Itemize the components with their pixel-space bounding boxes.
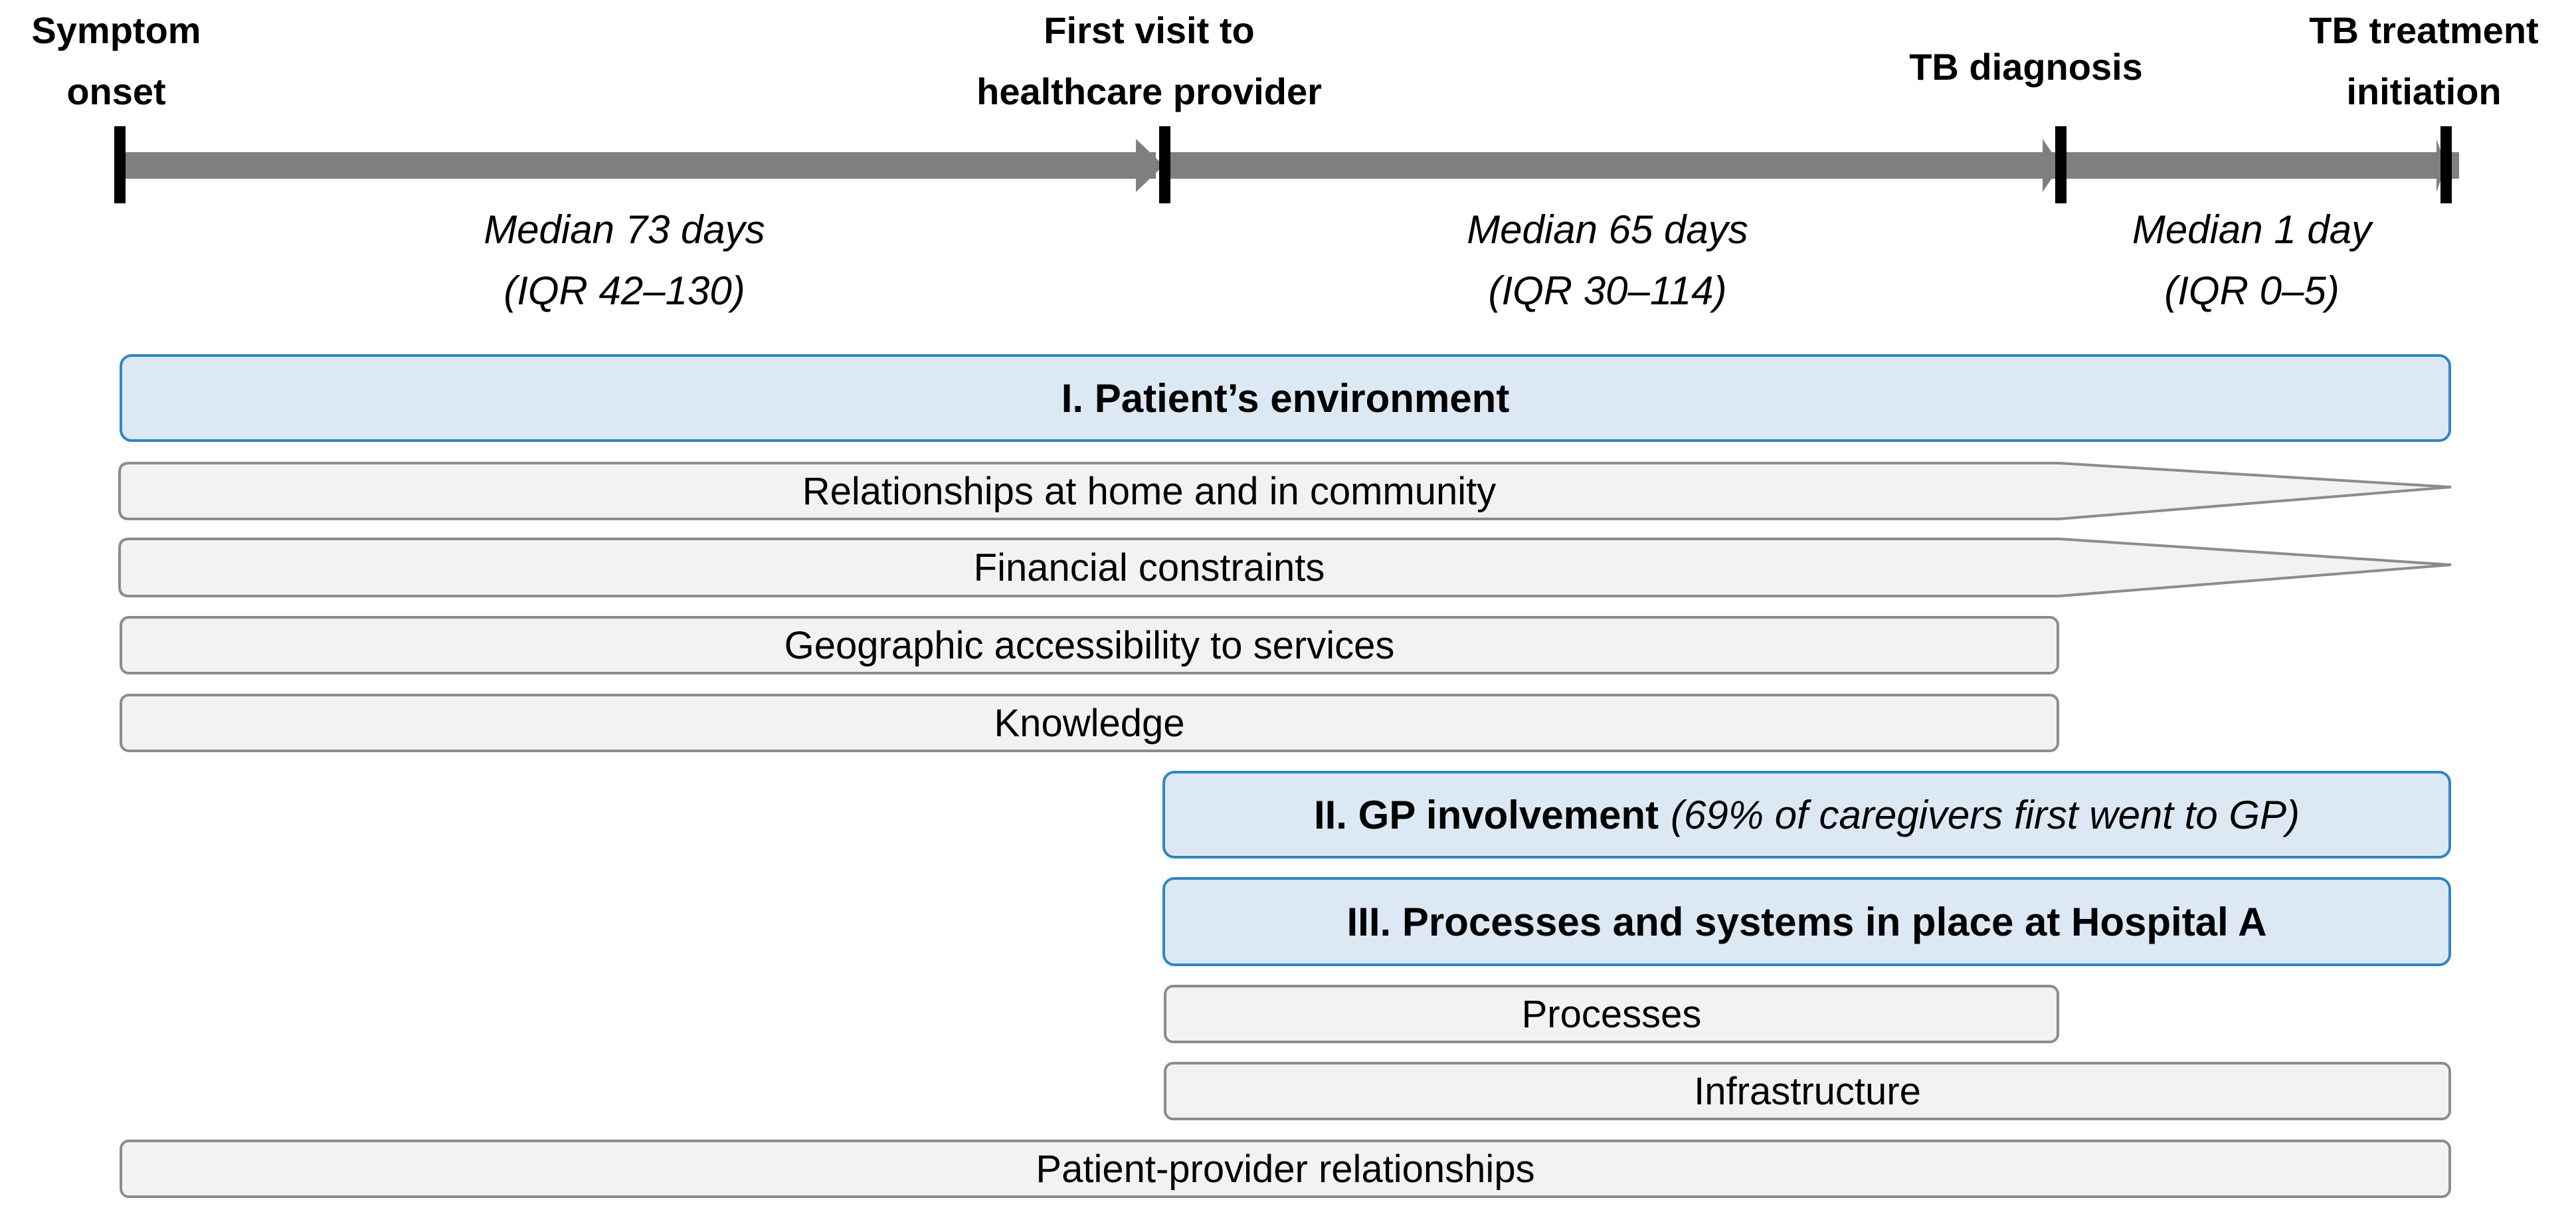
- timeline-arrow-1: [120, 139, 1164, 192]
- section-patient-environment: I. Patient’s environment: [120, 354, 2451, 442]
- interval-diagnosis-to-treatment: Median 1 day (IQR 0–5): [2072, 199, 2431, 322]
- factor-label: Patient-provider relationships: [1036, 1147, 1535, 1191]
- interval-median: Median 1 day: [2132, 207, 2372, 252]
- section-title: I. Patient’s environment: [1061, 375, 1510, 421]
- factor-geographic-accessibility: Geographic accessibility to services: [120, 616, 2059, 674]
- section-gp-involvement: II. GP involvement (69% of caregivers fi…: [1162, 771, 2451, 859]
- factor-processes: Processes: [1164, 985, 2059, 1043]
- timeline: [114, 126, 2459, 203]
- milestone-first-visit: First visit to healthcare provider: [976, 9, 1322, 112]
- factor-patient-provider-relationships: Patient-provider relationships: [120, 1140, 2451, 1198]
- factor-label: Geographic accessibility to services: [784, 623, 1395, 667]
- tick-symptom-onset: [114, 126, 126, 203]
- interval-iqr: (IQR 42–130): [504, 268, 745, 313]
- section-note: (69% of caregivers first went to GP): [1671, 792, 2300, 837]
- interval-iqr: (IQR 0–5): [2164, 268, 2340, 313]
- factor-label: Processes: [1521, 992, 1702, 1036]
- interval-visit-to-diagnosis: Median 65 days (IQR 30–114): [1355, 199, 1860, 322]
- milestone-tb-diagnosis: TB diagnosis: [1909, 46, 2143, 88]
- timeline-arrow-3: [2061, 139, 2459, 192]
- milestone-tb-treatment-initiation: TB treatment initiation: [2309, 9, 2539, 112]
- tick-first-visit: [1159, 126, 1170, 203]
- section-title: III. Processes and systems in place at H…: [1346, 899, 2267, 944]
- section-hospital-processes: III. Processes and systems in place at H…: [1162, 877, 2451, 966]
- tick-tb-diagnosis: [2055, 126, 2067, 203]
- tick-tb-treatment-initiation: [2440, 126, 2452, 203]
- factor-label: Knowledge: [994, 701, 1185, 745]
- timeline-arrow-2: [1164, 139, 2061, 192]
- interval-onset-to-visit: Median 73 days (IQR 42–130): [372, 199, 877, 322]
- factor-knowledge: Knowledge: [120, 694, 2059, 752]
- factor-infrastructure: Infrastructure: [1164, 1062, 2451, 1120]
- milestone-symptom-onset: Symptom onset: [31, 9, 201, 112]
- interval-iqr: (IQR 30–114): [1488, 268, 1727, 313]
- interval-median: Median 65 days: [1467, 207, 1748, 252]
- interval-median: Median 73 days: [484, 207, 765, 252]
- factor-label: Infrastructure: [1694, 1069, 1921, 1113]
- factor-relationships: Relationships at home and in community: [802, 469, 1497, 513]
- factor-financial-constraints: Financial constraints: [973, 546, 1325, 589]
- section-title: II. GP involvement: [1313, 792, 1659, 837]
